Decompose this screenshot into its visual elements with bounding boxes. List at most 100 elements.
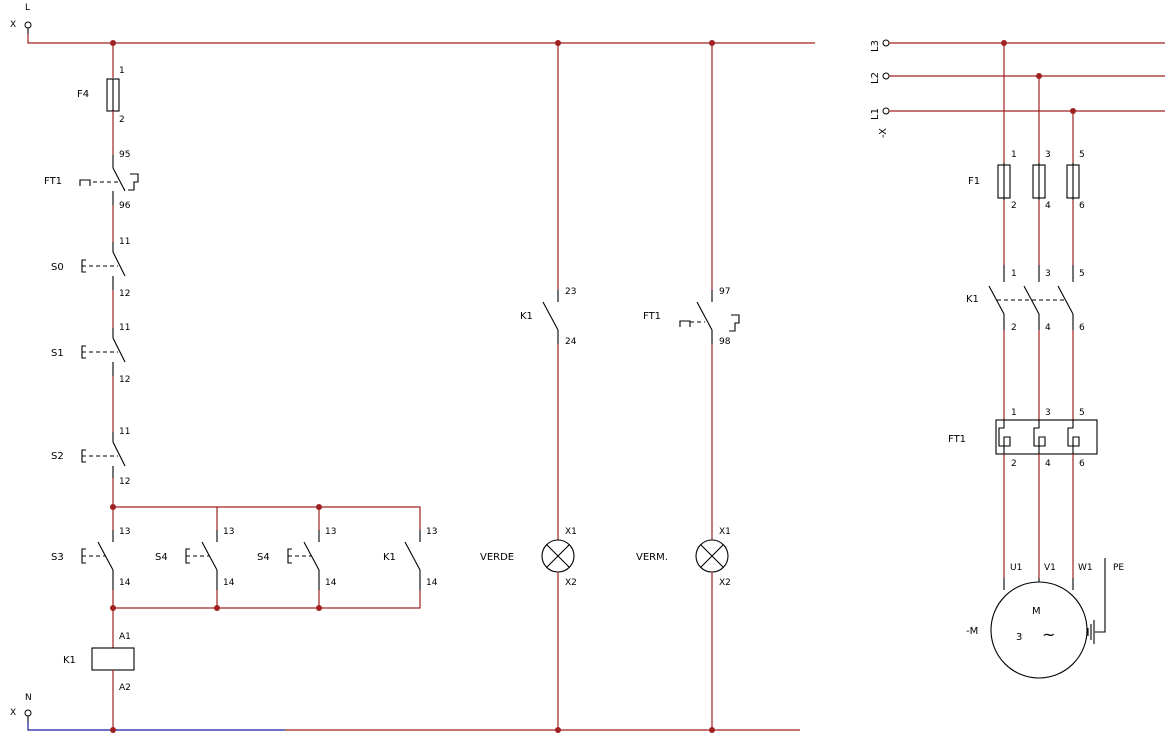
svg-text:-X: -X	[878, 128, 889, 138]
control-circuit: X L X N F4 1 2	[10, 3, 815, 733]
svg-text:13: 13	[223, 527, 234, 537]
svg-text:4: 4	[1045, 201, 1051, 211]
svg-text:K1: K1	[520, 311, 533, 322]
svg-text:13: 13	[325, 527, 336, 537]
svg-text:2: 2	[1011, 323, 1017, 333]
contact-k1-hold: K1 13 14	[383, 527, 438, 590]
pushbutton-s4-a: S4 13 14	[155, 527, 235, 590]
branch-red-lamp: FT1 97 98 VERM. X1 X2	[636, 40, 740, 733]
svg-text:6: 6	[1079, 323, 1085, 333]
pushbutton-s2: S2 11 12	[51, 427, 130, 487]
svg-text:6: 6	[1079, 201, 1085, 211]
svg-text:A2: A2	[119, 683, 131, 693]
svg-text:FT1: FT1	[643, 311, 661, 322]
contactor-k1-main: K1 1 3 5 2 4 6	[966, 265, 1085, 333]
svg-text:97: 97	[719, 287, 730, 297]
svg-text:K1: K1	[63, 655, 76, 666]
svg-text:FT1: FT1	[44, 176, 62, 187]
svg-text:3: 3	[1016, 632, 1022, 643]
branch-green-lamp: K1 23 24 VERDE X1 X2	[480, 40, 577, 733]
coil-k1: K1 A1 A2	[63, 632, 135, 693]
thermal-contact-ft1-nc: FT1 95 96	[44, 150, 139, 211]
svg-text:X1: X1	[565, 527, 577, 537]
svg-text:1: 1	[119, 66, 125, 76]
svg-text:S0: S0	[51, 262, 64, 273]
svg-text:F1: F1	[968, 176, 980, 187]
svg-text:1: 1	[1011, 269, 1017, 279]
terminal-l: X L	[10, 3, 815, 44]
svg-text:X2: X2	[565, 578, 577, 588]
svg-text:~: ~	[1042, 625, 1055, 644]
svg-text:5: 5	[1079, 408, 1085, 418]
svg-text:13: 13	[426, 527, 437, 537]
svg-text:VERM.: VERM.	[636, 552, 668, 563]
svg-text:3: 3	[1045, 269, 1051, 279]
svg-text:4: 4	[1045, 459, 1051, 469]
svg-text:A1: A1	[119, 632, 131, 642]
svg-text:11: 11	[119, 427, 130, 437]
svg-text:S2: S2	[51, 451, 64, 462]
svg-text:96: 96	[119, 201, 131, 211]
overload-ft1: FT1 1 3 5 2 4 6	[948, 408, 1098, 469]
svg-text:X: X	[10, 20, 16, 30]
svg-text:12: 12	[119, 477, 130, 487]
svg-text:S4: S4	[155, 552, 168, 563]
svg-text:S1: S1	[51, 348, 64, 359]
svg-text:95: 95	[119, 150, 130, 160]
pushbutton-s3: S3 13 14	[51, 527, 131, 590]
svg-text:U1: U1	[1010, 563, 1022, 573]
lamp-verde: VERDE X1 X2	[480, 527, 577, 588]
pushbutton-s1: S1 11 12	[51, 323, 130, 385]
svg-text:L3: L3	[870, 40, 881, 52]
svg-text:12: 12	[119, 375, 130, 385]
svg-text:6: 6	[1079, 459, 1085, 469]
svg-text:3: 3	[1045, 408, 1051, 418]
lamp-vermelho: VERM. X1 X2	[636, 527, 731, 588]
svg-text:L: L	[25, 3, 30, 13]
svg-text:24: 24	[565, 337, 577, 347]
svg-text:F4: F4	[77, 89, 89, 100]
svg-text:5: 5	[1079, 269, 1085, 279]
svg-text:K1: K1	[383, 552, 396, 563]
svg-text:98: 98	[719, 337, 731, 347]
svg-text:14: 14	[119, 578, 131, 588]
svg-text:FT1: FT1	[948, 434, 966, 445]
svg-text:-M: -M	[966, 626, 978, 637]
terminal-n: X N	[10, 693, 800, 731]
thermal-contact-ft1-no: FT1 97 98	[643, 287, 740, 347]
svg-text:PE: PE	[1113, 563, 1124, 573]
svg-text:2: 2	[119, 115, 125, 125]
svg-text:11: 11	[119, 237, 130, 247]
svg-text:1: 1	[1011, 150, 1017, 160]
svg-text:K1: K1	[966, 294, 979, 305]
svg-text:12: 12	[119, 289, 130, 299]
svg-text:14: 14	[426, 578, 438, 588]
svg-text:M: M	[1032, 606, 1041, 617]
svg-text:L1: L1	[870, 108, 881, 120]
power-circuit: -X L3 L2 L1 F1 1 3	[870, 39, 1165, 679]
svg-text:S4: S4	[257, 552, 270, 563]
svg-text:11: 11	[119, 323, 130, 333]
motor-m: M 3 ~ -M U1 V1 W1 PE	[966, 558, 1124, 679]
svg-text:L2: L2	[870, 72, 881, 84]
svg-text:1: 1	[1011, 408, 1017, 418]
svg-text:W1: W1	[1078, 563, 1093, 573]
svg-text:2: 2	[1011, 459, 1017, 469]
svg-text:X: X	[10, 708, 16, 718]
svg-text:4: 4	[1045, 323, 1051, 333]
svg-text:X1: X1	[719, 527, 731, 537]
pushbutton-s4-b: S4 13 14	[257, 527, 337, 590]
svg-text:VERDE: VERDE	[480, 552, 514, 563]
svg-text:3: 3	[1045, 150, 1051, 160]
svg-text:14: 14	[223, 578, 235, 588]
fuse-f1: F1 1 3 5 2 4 6	[968, 150, 1085, 211]
terminal-3ph: -X L3 L2 L1	[870, 39, 1165, 138]
svg-text:X2: X2	[719, 578, 731, 588]
svg-text:V1: V1	[1044, 563, 1056, 573]
pushbutton-s0: S0 11 12	[51, 237, 130, 299]
svg-text:14: 14	[325, 578, 337, 588]
svg-text:13: 13	[119, 527, 130, 537]
fuse-f4: F4 1 2	[77, 66, 125, 125]
svg-text:23: 23	[565, 287, 576, 297]
